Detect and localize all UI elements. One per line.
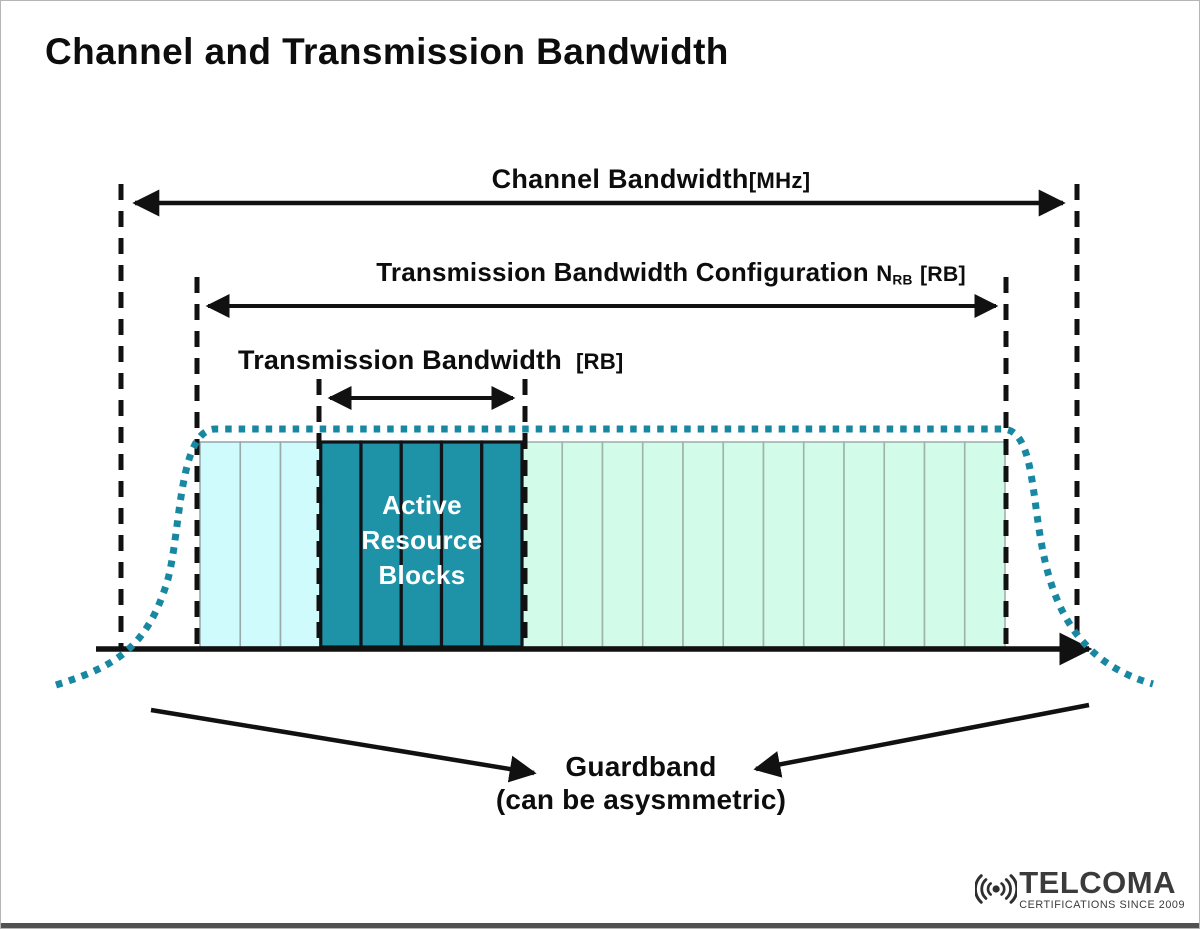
resource-block-inactive-right [601, 441, 644, 648]
resource-block-inactive-left [199, 441, 242, 648]
resource-block-inactive-left [279, 441, 322, 648]
resource-block-inactive-right [561, 441, 604, 648]
resource-block-inactive-right [883, 441, 926, 648]
resource-block-inactive-right [722, 441, 765, 648]
resource-block-inactive-right [843, 441, 886, 648]
resource-block-active [439, 440, 484, 649]
resource-block-inactive-right [923, 441, 966, 648]
config-bandwidth-unit: [RB] [919, 262, 966, 286]
active-blocks-line2: Resource [361, 525, 483, 555]
channel-bandwidth-text: Channel Bandwidth [491, 164, 749, 194]
active-blocks-label: Active Resource Blocks [319, 488, 525, 593]
nrb-symbol: NRB [876, 261, 913, 288]
page-title: Channel and Transmission Bandwidth [45, 31, 729, 72]
resource-block-inactive-right [963, 441, 1006, 648]
active-blocks-line3: Blocks [378, 560, 466, 590]
radio-waves-icon [975, 874, 1018, 904]
transmission-bandwidth-text: Transmission Bandwidth [238, 345, 562, 375]
resource-block-inactive-right [682, 441, 725, 648]
guardband-arrow-left [150, 707, 537, 783]
nrb-subscript: RB [892, 272, 913, 288]
resource-block-inactive-left [239, 441, 282, 648]
config-bandwidth-text: Transmission Bandwidth Configuration [376, 257, 869, 287]
resource-block-inactive-right [641, 441, 684, 648]
resource-block-active [480, 440, 524, 649]
resource-block-active [359, 440, 403, 649]
resource-block-inactive-right [521, 441, 564, 648]
bottom-bar [1, 923, 1199, 928]
guardband-label: Guardband (can be asysmmetric) [441, 750, 841, 816]
resource-block-inactive-right [802, 441, 845, 648]
spectrum-curve [54, 425, 1154, 689]
brand-tagline: CERTIFICATIONS SINCE 2009 [1019, 898, 1185, 911]
active-blocks-line1: Active [382, 490, 462, 520]
guardband-arrow-right [753, 702, 1090, 778]
brand-name: TELCOMA [1019, 864, 1177, 900]
transmission-bandwidth-label: Transmission Bandwidth [RB] [238, 345, 623, 376]
config-bandwidth-label: Transmission Bandwidth Configuration NRB… [301, 257, 1041, 288]
channel-bandwidth-label: Channel Bandwidth[MHz] [411, 164, 891, 195]
resource-block-inactive-right [762, 441, 805, 648]
guardband-line1: Guardband [565, 751, 717, 782]
telcoma-logo: TELCOMA CERTIFICATIONS SINCE 2009 [975, 863, 1185, 915]
channel-bandwidth-unit: [MHz] [748, 168, 811, 193]
transmission-bandwidth-unit: [RB] [575, 349, 624, 374]
guardband-line2: (can be asysmmetric) [495, 784, 787, 815]
resource-blocks [199, 440, 1006, 649]
